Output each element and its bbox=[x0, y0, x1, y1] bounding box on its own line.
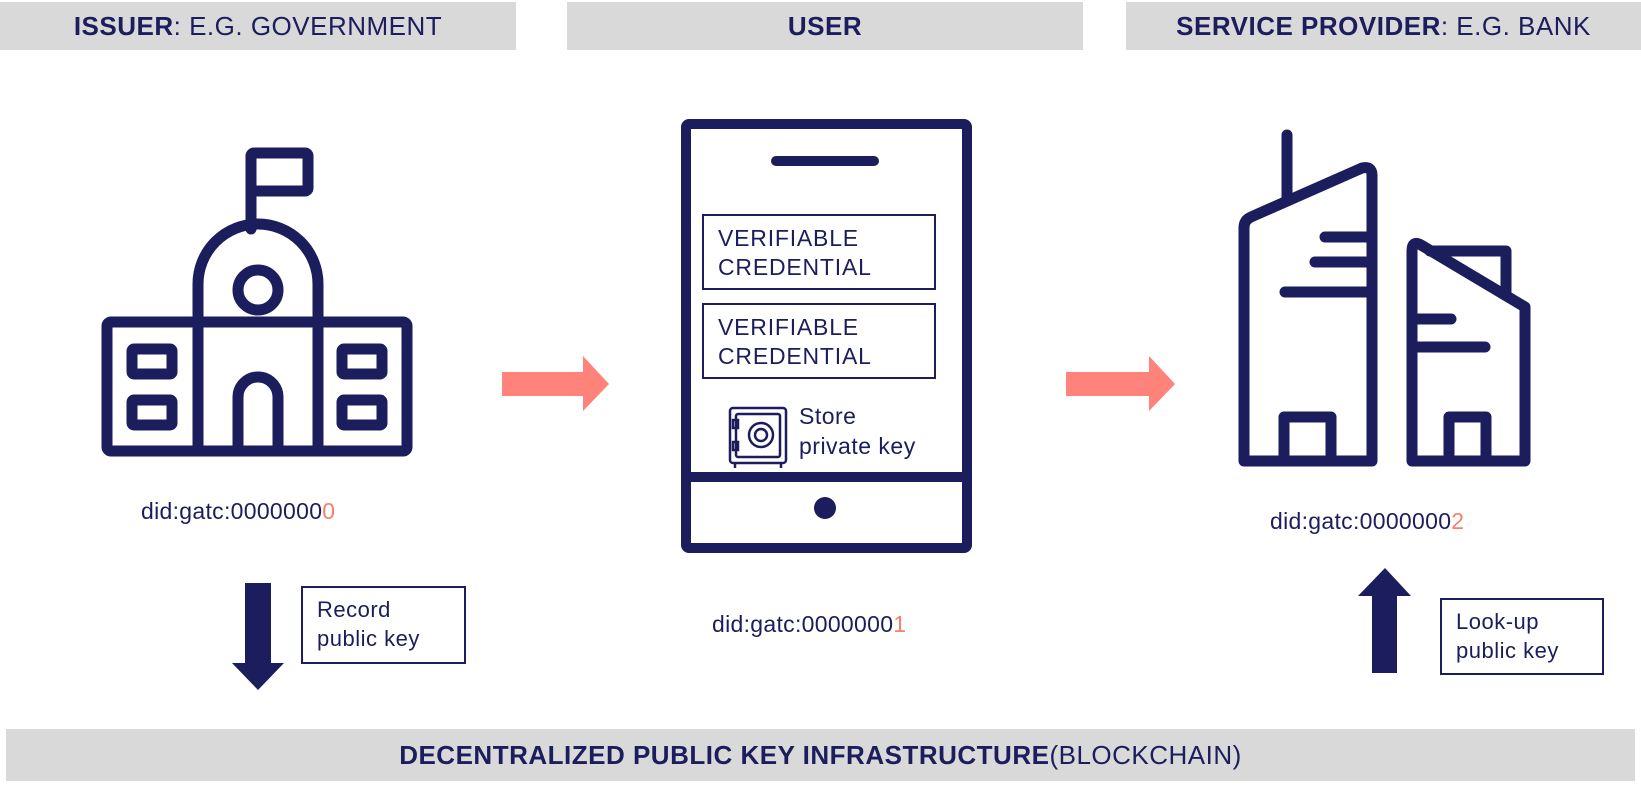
box-line-1: Record bbox=[317, 597, 391, 622]
issuer-header-subtitle: : E.G. GOVERNMENT bbox=[173, 10, 443, 41]
provider-header: SERVICE PROVIDER: E.G. BANK bbox=[1126, 2, 1641, 50]
footer-subtitle: (BLOCKCHAIN) bbox=[1049, 739, 1242, 770]
home-button-icon bbox=[814, 497, 836, 519]
safe-label-line-2: private key bbox=[799, 433, 916, 459]
box-line-2: public key bbox=[1456, 638, 1559, 663]
user-did: did:gatc:00000001 bbox=[712, 611, 906, 638]
credential-card: VERIFIABLE CREDENTIAL bbox=[702, 303, 936, 379]
box-line-1: Look-up bbox=[1456, 609, 1540, 634]
credential-line-1: VERIFIABLE bbox=[718, 314, 859, 340]
did-last-digit: 0 bbox=[322, 498, 336, 524]
did-last-digit: 2 bbox=[1451, 508, 1465, 534]
did-prefix: did:gatc:0000000 bbox=[1270, 508, 1452, 534]
provider-did: did:gatc:00000002 bbox=[1270, 508, 1464, 535]
provider-header-title: SERVICE PROVIDER bbox=[1176, 10, 1441, 41]
box-line-2: public key bbox=[317, 626, 420, 651]
did-prefix: did:gatc:0000000 bbox=[712, 611, 894, 637]
record-public-key-box: Record public key bbox=[301, 586, 466, 664]
issuer-header-title: ISSUER bbox=[73, 10, 174, 41]
store-private-key-label: Store private key bbox=[799, 401, 916, 461]
provider-header-subtitle: : E.G. BANK bbox=[1440, 10, 1591, 41]
issuer-did: did:gatc:00000000 bbox=[141, 498, 335, 525]
dpki-footer: DECENTRALIZED PUBLIC KEY INFRASTRUCTURE … bbox=[6, 729, 1635, 781]
credential-line-1: VERIFIABLE bbox=[718, 225, 859, 251]
issuer-header: ISSUER: E.G. GOVERNMENT bbox=[0, 2, 516, 50]
safe-label-line-1: Store bbox=[799, 403, 857, 429]
footer-title: DECENTRALIZED PUBLIC KEY INFRASTRUCTURE bbox=[399, 739, 1050, 770]
credential-card: VERIFIABLE CREDENTIAL bbox=[702, 214, 936, 290]
user-header: USER bbox=[567, 2, 1083, 50]
lookup-public-key-box: Look-up public key bbox=[1440, 598, 1604, 675]
credential-line-2: CREDENTIAL bbox=[718, 343, 872, 369]
user-header-title: USER bbox=[787, 10, 863, 41]
did-last-digit: 1 bbox=[893, 611, 907, 637]
credential-line-2: CREDENTIAL bbox=[718, 254, 872, 280]
did-prefix: did:gatc:0000000 bbox=[141, 498, 323, 524]
